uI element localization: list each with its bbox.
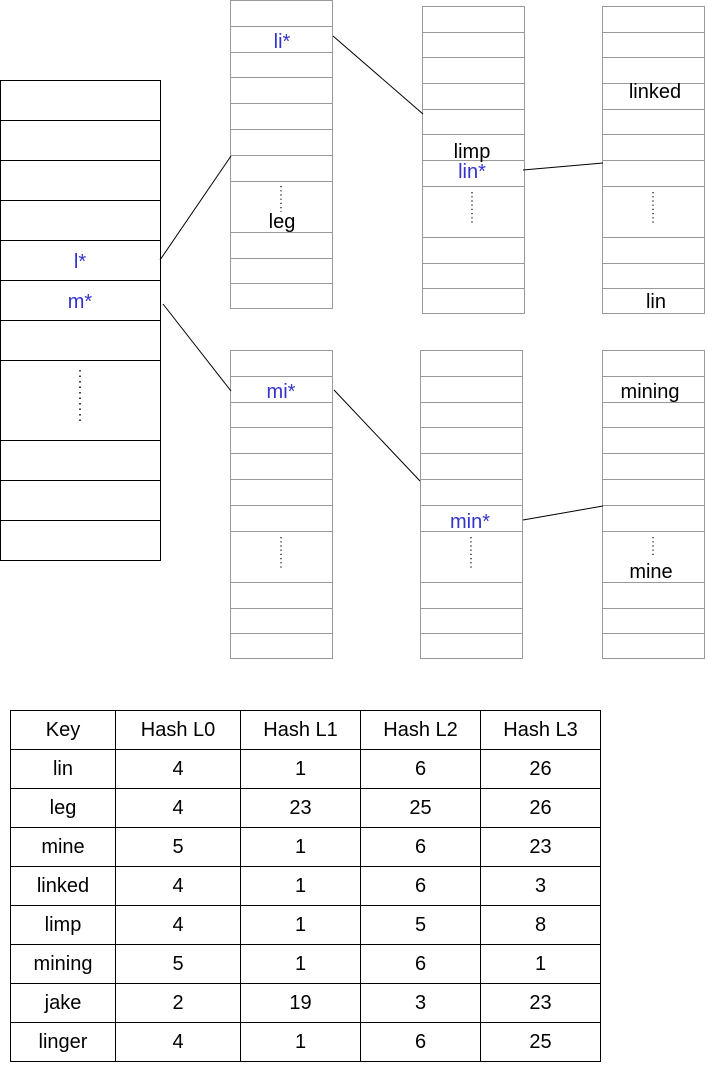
table-row: leg 4 23 25 26	[10, 788, 601, 828]
bucket-key-mi: mi*	[267, 381, 296, 403]
level2-upper-table: limp lin*	[422, 6, 525, 314]
table-cell: 6	[360, 827, 481, 867]
table-cell: 3	[360, 983, 481, 1023]
bucket-key-li: li*	[274, 31, 291, 53]
table-cell: jake	[10, 983, 116, 1023]
table-cell: 23	[240, 788, 361, 828]
table-cell: 5	[360, 905, 481, 945]
connector-m-to-level1-lower	[162, 303, 232, 392]
column-header: Key	[10, 710, 116, 750]
table-cell: linked	[10, 866, 116, 906]
table-cell: 26	[480, 788, 601, 828]
bucket-key-l: l*	[74, 251, 86, 273]
connector-l-to-level1-upper	[159, 155, 232, 261]
bucket-key-leg: leg	[269, 211, 296, 233]
table-cell: lin	[10, 749, 116, 789]
table-cell: leg	[10, 788, 116, 828]
table-cell: 23	[480, 983, 601, 1023]
table-cell: 4	[115, 788, 241, 828]
table-cell: 6	[360, 1022, 481, 1062]
table-cell: 25	[360, 788, 481, 828]
bucket-key-mining: mining	[621, 381, 680, 403]
table-row: limp 4 1 5 8	[10, 905, 601, 945]
table-cell: 8	[480, 905, 601, 945]
bucket-key-lin: lin	[646, 291, 666, 313]
table-cell: 1	[240, 866, 361, 906]
hash-table: Key Hash L0 Hash L1 Hash L2 Hash L3 lin …	[10, 710, 601, 1062]
table-cell: 4	[115, 1022, 241, 1062]
bucket-key-mine: mine	[629, 561, 672, 583]
table-cell: 1	[240, 905, 361, 945]
table-cell: 1	[240, 1022, 361, 1062]
connector-li-to-level2-upper	[332, 35, 424, 115]
level1-upper-table: li* leg	[230, 0, 333, 309]
table-cell: 1	[480, 944, 601, 984]
table-row: lin 4 1 6 26	[10, 749, 601, 789]
table-row: linked 4 1 6 3	[10, 866, 601, 906]
table-cell: 1	[240, 749, 361, 789]
connector-min-to-level3-lower	[522, 505, 604, 521]
table-cell: 26	[480, 749, 601, 789]
table-cell: limp	[10, 905, 116, 945]
table-cell: 6	[360, 944, 481, 984]
level3-lower-table: mining mine	[602, 350, 705, 659]
level3-upper-table: linked lin	[602, 6, 705, 314]
table-cell: 3	[480, 866, 601, 906]
column-header: Hash L0	[115, 710, 241, 750]
bucket-key-m: m*	[68, 291, 93, 313]
column-header: Hash L3	[480, 710, 601, 750]
bucket-key-lin-prefix: lin*	[458, 161, 486, 183]
level1-lower-table: mi*	[230, 350, 333, 659]
column-header: Hash L1	[240, 710, 361, 750]
bucket-key-limp: limp	[454, 141, 491, 163]
table-row: mining 5 1 6 1	[10, 944, 601, 984]
table-cell: 6	[360, 749, 481, 789]
table-header-row: Key Hash L0 Hash L1 Hash L2 Hash L3	[10, 710, 601, 750]
column-header: Hash L2	[360, 710, 481, 750]
table-cell: 1	[240, 944, 361, 984]
table-cell: 23	[480, 827, 601, 867]
hash-trie-diagram: l* m* li* leg	[0, 0, 705, 659]
table-cell: linger	[10, 1022, 116, 1062]
table-cell: mine	[10, 827, 116, 867]
bucket-key-linked: linked	[629, 81, 681, 103]
table-cell: 4	[115, 866, 241, 906]
table-cell: 5	[115, 944, 241, 984]
table-cell: 2	[115, 983, 241, 1023]
level2-lower-table: min*	[420, 350, 523, 659]
table-cell: 25	[480, 1022, 601, 1062]
connector-lin-to-level3-upper	[522, 162, 604, 171]
table-cell: 19	[240, 983, 361, 1023]
table-cell: mining	[10, 944, 116, 984]
level0-table: l* m*	[0, 80, 161, 561]
table-row: mine 5 1 6 23	[10, 827, 601, 867]
table-cell: 5	[115, 827, 241, 867]
table-cell: 1	[240, 827, 361, 867]
connector-mi-to-level2-lower	[333, 389, 421, 482]
table-cell: 4	[115, 905, 241, 945]
table-row: jake 2 19 3 23	[10, 983, 601, 1023]
table-cell: 6	[360, 866, 481, 906]
table-cell: 4	[115, 749, 241, 789]
table-row: linger 4 1 6 25	[10, 1022, 601, 1062]
bucket-key-min: min*	[450, 511, 490, 533]
